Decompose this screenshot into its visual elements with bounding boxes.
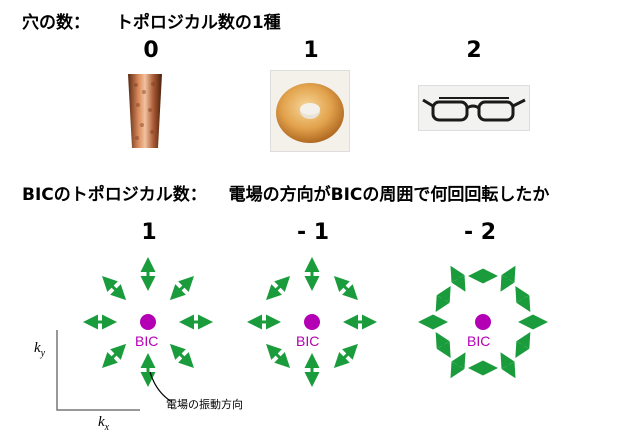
field-direction-callout: 電場の振動方向: [166, 398, 243, 411]
bic-heading: BICのトポロジカル数： 電場の方向がBICの周囲で何回回転したか: [22, 180, 549, 205]
bic-heading-label: BICのトポロジカル数：: [22, 185, 207, 205]
holes-label: 穴の数：: [22, 13, 90, 33]
bic-dot: [304, 314, 320, 330]
field-arrow: [102, 343, 127, 368]
field-arrow: [515, 332, 531, 358]
field-arrow: [266, 343, 291, 368]
field-arrow: [333, 276, 358, 301]
field-arrow: [169, 276, 194, 301]
hole-count-1: 1: [303, 38, 319, 63]
glasses-photo: [418, 85, 530, 131]
hole-count-0: 0: [143, 38, 159, 63]
field-arrow: [435, 332, 451, 358]
field-arrow: [333, 343, 358, 368]
bic-heading-description: 電場の方向がBICの周囲で何回回転したか: [228, 185, 550, 205]
callout-pointer: [149, 371, 173, 403]
bic-label-1: BIC: [135, 333, 159, 349]
field-arrow: [266, 276, 291, 301]
field-arrow: [450, 352, 466, 379]
field-arrow: [500, 352, 516, 379]
holes-heading: 穴の数： トポロジカル数の1種: [22, 8, 281, 33]
hole-count-2: 2: [466, 38, 482, 63]
k-axes: [56, 330, 140, 411]
cup-photo: [126, 70, 164, 150]
field-arrow: [435, 286, 451, 312]
bic-label-2: BIC: [296, 333, 320, 349]
field-arrow: [169, 343, 194, 368]
bic-dot: [140, 314, 156, 330]
charge-plus-1: 1: [141, 220, 157, 245]
bic-dot: [475, 314, 491, 330]
field-arrow: [102, 276, 127, 301]
charge-minus-2: - 2: [463, 220, 497, 245]
field-arrow: [450, 265, 466, 292]
charge-minus-1: - 1: [296, 220, 330, 245]
donut-photo: [270, 70, 350, 152]
holes-topic: トポロジカル数の1種: [115, 13, 281, 33]
field-arrow: [500, 265, 516, 292]
kx-axis-label: kx: [98, 414, 110, 433]
bic-label-3: BIC: [467, 333, 491, 349]
ky-axis-label: ky: [34, 340, 46, 359]
field-arrow: [515, 286, 531, 312]
